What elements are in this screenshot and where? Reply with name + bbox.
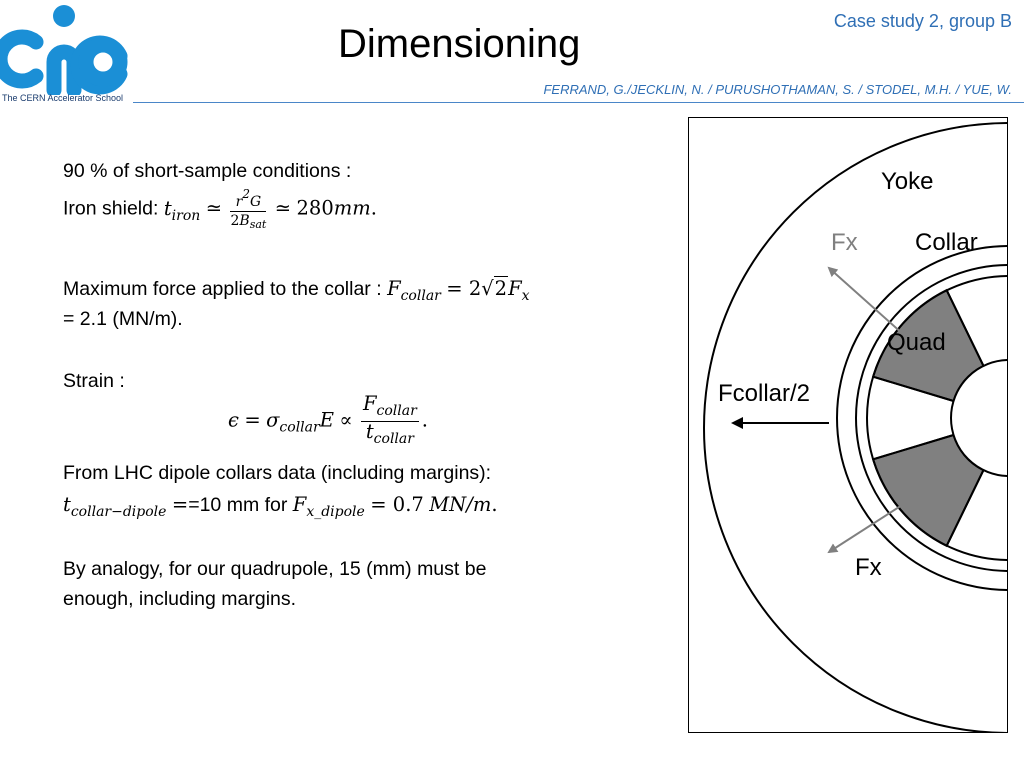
coil-outer-circle [866, 275, 1007, 561]
cas-logo: The CERN Accelerator School [0, 0, 140, 104]
max-force-label: Maximum force applied to the collar : [63, 278, 388, 300]
case-study-label: Case study 2, group B [833, 11, 1012, 31]
lhc-value: 0.7 [392, 493, 424, 516]
logo-letter-c [0, 29, 44, 89]
fx-top-arrow [827, 266, 914, 344]
collar-diagram-svg: Yoke Collar Fx Quad Fcollar/2 Fx [703, 122, 1007, 732]
coil-edge [945, 289, 985, 367]
analogy-line-2: enough, including margins. [63, 588, 297, 610]
page-title: Dimensioning [338, 22, 581, 66]
max-force-value: = 2.1 (MN/m). [63, 308, 183, 330]
coil-edge [872, 375, 954, 402]
logo-caption: The CERN Accelerator School [2, 93, 124, 103]
iron-shield-label: Iron shield: [63, 197, 164, 220]
coil-edge [945, 469, 985, 547]
fx-bottom-arrow [827, 497, 914, 554]
yoke-outer-arc [703, 122, 1007, 732]
coil-edge [872, 434, 954, 461]
fcollar-label: Fcollar/2 [718, 380, 810, 407]
quad-label: Quad [887, 329, 946, 356]
max-force-line: Maximum force applied to the collar : Fc… [63, 276, 530, 304]
strain-label: Strain : [63, 370, 125, 392]
collar-diagram: Yoke Collar Fx Quad Fcollar/2 Fx [688, 117, 1008, 733]
header-divider [133, 102, 1024, 103]
yoke-label: Yoke [881, 168, 934, 195]
iron-formula-lhs: tiron [163, 196, 201, 224]
fx-bottom-label: Fx [855, 554, 882, 581]
lhc-formula-line: tcollar−dipole ==10 mm for Fx_dipole = 0… [63, 493, 498, 520]
logo-letter-o [78, 37, 128, 87]
iron-unit: mm [333, 196, 371, 220]
lhc-unit: MN/m [429, 493, 492, 516]
short-sample-line: 90 % of short-sample conditions : [63, 160, 352, 182]
bore-circle [950, 359, 1007, 477]
fx-top-label: Fx [831, 229, 858, 256]
iron-result: 280 [296, 196, 334, 220]
analogy-line-1: By analogy, for our quadrupole, 15 (mm) … [63, 558, 487, 580]
collar-label: Collar [915, 229, 978, 256]
lhc-mid-text: =10 mm for [188, 494, 293, 516]
logo-dot [53, 5, 75, 27]
yoke-inner-circle [836, 245, 1007, 591]
lhc-data-line: From LHC dipole collars data (including … [63, 462, 492, 484]
collar-circle [855, 264, 1007, 572]
cas-logo-graphic [0, 5, 128, 98]
authors-line: FERRAND, G./JECKLIN, N. / PURUSHOTHAMAN,… [543, 82, 1012, 97]
